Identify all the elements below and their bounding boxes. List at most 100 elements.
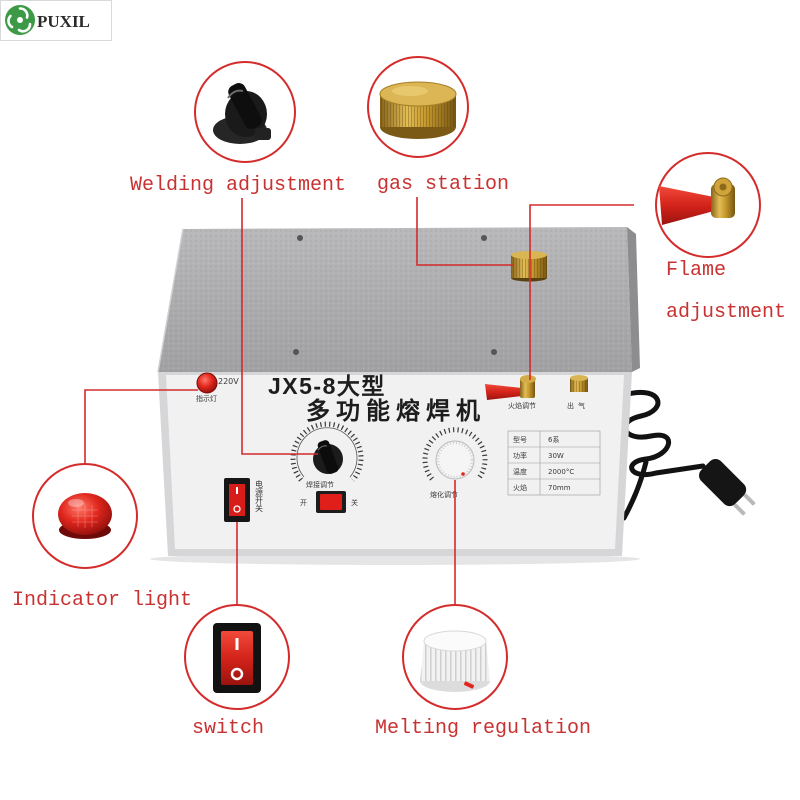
knob-foot [255, 128, 271, 140]
machine-left-edge [157, 228, 184, 373]
indicator-label-text: Indicator light [12, 589, 192, 612]
switch-on-mark [236, 487, 238, 494]
white-melting-knob-icon [420, 630, 490, 692]
green-swirl-logo-icon [5, 5, 35, 35]
indicator-light: 220V 指示灯 [196, 372, 239, 403]
cap-knurl [511, 255, 547, 278]
cord-coil [622, 390, 706, 477]
callout-welding: Welding adjustment [130, 61, 346, 197]
switch-on-mark [235, 638, 239, 650]
red-rocker-switch-icon [213, 623, 261, 693]
gas-outlet-top [570, 375, 588, 381]
spec-key: 型号 [513, 435, 527, 444]
logo-swirl [7, 14, 14, 29]
switch-label-text: switch [192, 717, 264, 740]
logo-swirl [18, 7, 29, 19]
outlet-label: 出气 [567, 401, 589, 410]
spec-key: 火焰 [513, 483, 527, 492]
power-plug-icon [699, 459, 756, 516]
power-cord [621, 390, 756, 521]
machine-title-line1: JX5-8大型 [268, 373, 386, 399]
flame-valve-nut [520, 375, 536, 383]
flame-label: 火焰调节 [508, 401, 536, 410]
flame-leader-line [529, 204, 634, 380]
red-indicator-lamp-icon [58, 493, 112, 539]
voltage-label: 220V [218, 377, 239, 386]
power-switch-rocker [229, 484, 245, 516]
switch-off-mark [233, 505, 241, 513]
machine-title-line2: 多功能熔焊机 [306, 397, 486, 425]
button-off-label: 关 [351, 498, 358, 507]
gas-label-text: gas station [377, 173, 509, 196]
welding-dial-arc [296, 427, 358, 478]
knob-pointer [463, 681, 475, 689]
screw [297, 235, 303, 241]
welding-knob-highlight [317, 445, 328, 451]
machine-side-edge [627, 227, 640, 372]
flame-label-line1: Flame [666, 259, 726, 282]
plug-pin [743, 493, 756, 506]
lamp-shine [68, 499, 84, 507]
flame-valve-handle [485, 384, 522, 400]
power-switch: 电源开关 [224, 478, 264, 522]
flame-label-line2: adjustment [666, 301, 786, 324]
indicator-lamp [196, 372, 218, 394]
welding-label: 焊接调节 [306, 480, 334, 489]
spec-key: 功率 [513, 451, 527, 460]
power-switch-label: 电源开关 [255, 479, 264, 513]
logo-swirl [17, 22, 32, 33]
welding-machine: 220V 指示灯 JX5-8大型 多功能熔焊机 火焰调节 出气 [150, 227, 756, 565]
cap-shine [392, 86, 428, 96]
callout-indicator: Indicator light [12, 463, 192, 612]
spec-table-grid [508, 431, 600, 495]
machine-top-texture [158, 227, 632, 372]
switch-off-mark [230, 667, 244, 681]
spec-value: 2000°C [548, 468, 574, 476]
indicator-leader-line [84, 389, 198, 464]
button-on-label: 开 [300, 499, 307, 507]
spec-value: 6系 [548, 435, 559, 444]
brand-name: PUXIL [37, 12, 90, 31]
switch-rocker [221, 631, 253, 685]
spec-key: 温度 [513, 467, 527, 476]
welding-knob-ridge [317, 440, 339, 474]
plug-body [699, 459, 747, 507]
flame-valve-body [520, 378, 535, 398]
knob-ribbed-side [420, 641, 490, 681]
gas-outlet-ridges [570, 378, 588, 392]
melting-knob-pointer [461, 472, 465, 476]
welding-knob [313, 440, 343, 474]
callout-switch: switch [184, 604, 290, 740]
flame-valve: 火焰调节 [485, 375, 536, 410]
plug-pin [733, 503, 746, 516]
black-welding-knob-icon [213, 83, 271, 144]
gas-station-cap [511, 251, 547, 282]
callout-flame: Flame adjustment [655, 152, 786, 324]
knob-highlight [227, 89, 244, 99]
melting-label: 熔化调节 [430, 490, 458, 499]
knob-top [423, 630, 487, 652]
valve-handle [659, 186, 714, 225]
indicator-label: 指示灯 [196, 394, 217, 403]
callout-gas: gas station [367, 56, 509, 196]
heater-button: 开 关 [300, 491, 358, 513]
brass-gas-cap-icon [379, 81, 457, 139]
front-label-panel [166, 375, 624, 549]
screw [481, 235, 487, 241]
red-flame-valve-icon [659, 177, 735, 225]
gas-outlet: 出气 [567, 375, 589, 410]
spec-value: 30W [548, 452, 564, 460]
screw [293, 349, 299, 355]
melting-label-text: Melting regulation [375, 717, 591, 740]
cord-tail [621, 459, 649, 521]
spec-table: 型号 6系 功率 30W 温度 2000°C 火焰 70mm [507, 430, 601, 496]
heater-button-rocker [320, 494, 342, 510]
lamp-lens [58, 493, 112, 535]
lamp-grid [72, 503, 98, 528]
cap-top [511, 251, 547, 259]
welding-dial-ticks [290, 421, 364, 482]
screw [491, 349, 497, 355]
spec-value: 70mm [548, 484, 571, 492]
melting-dial: 熔化调节 [422, 427, 488, 499]
